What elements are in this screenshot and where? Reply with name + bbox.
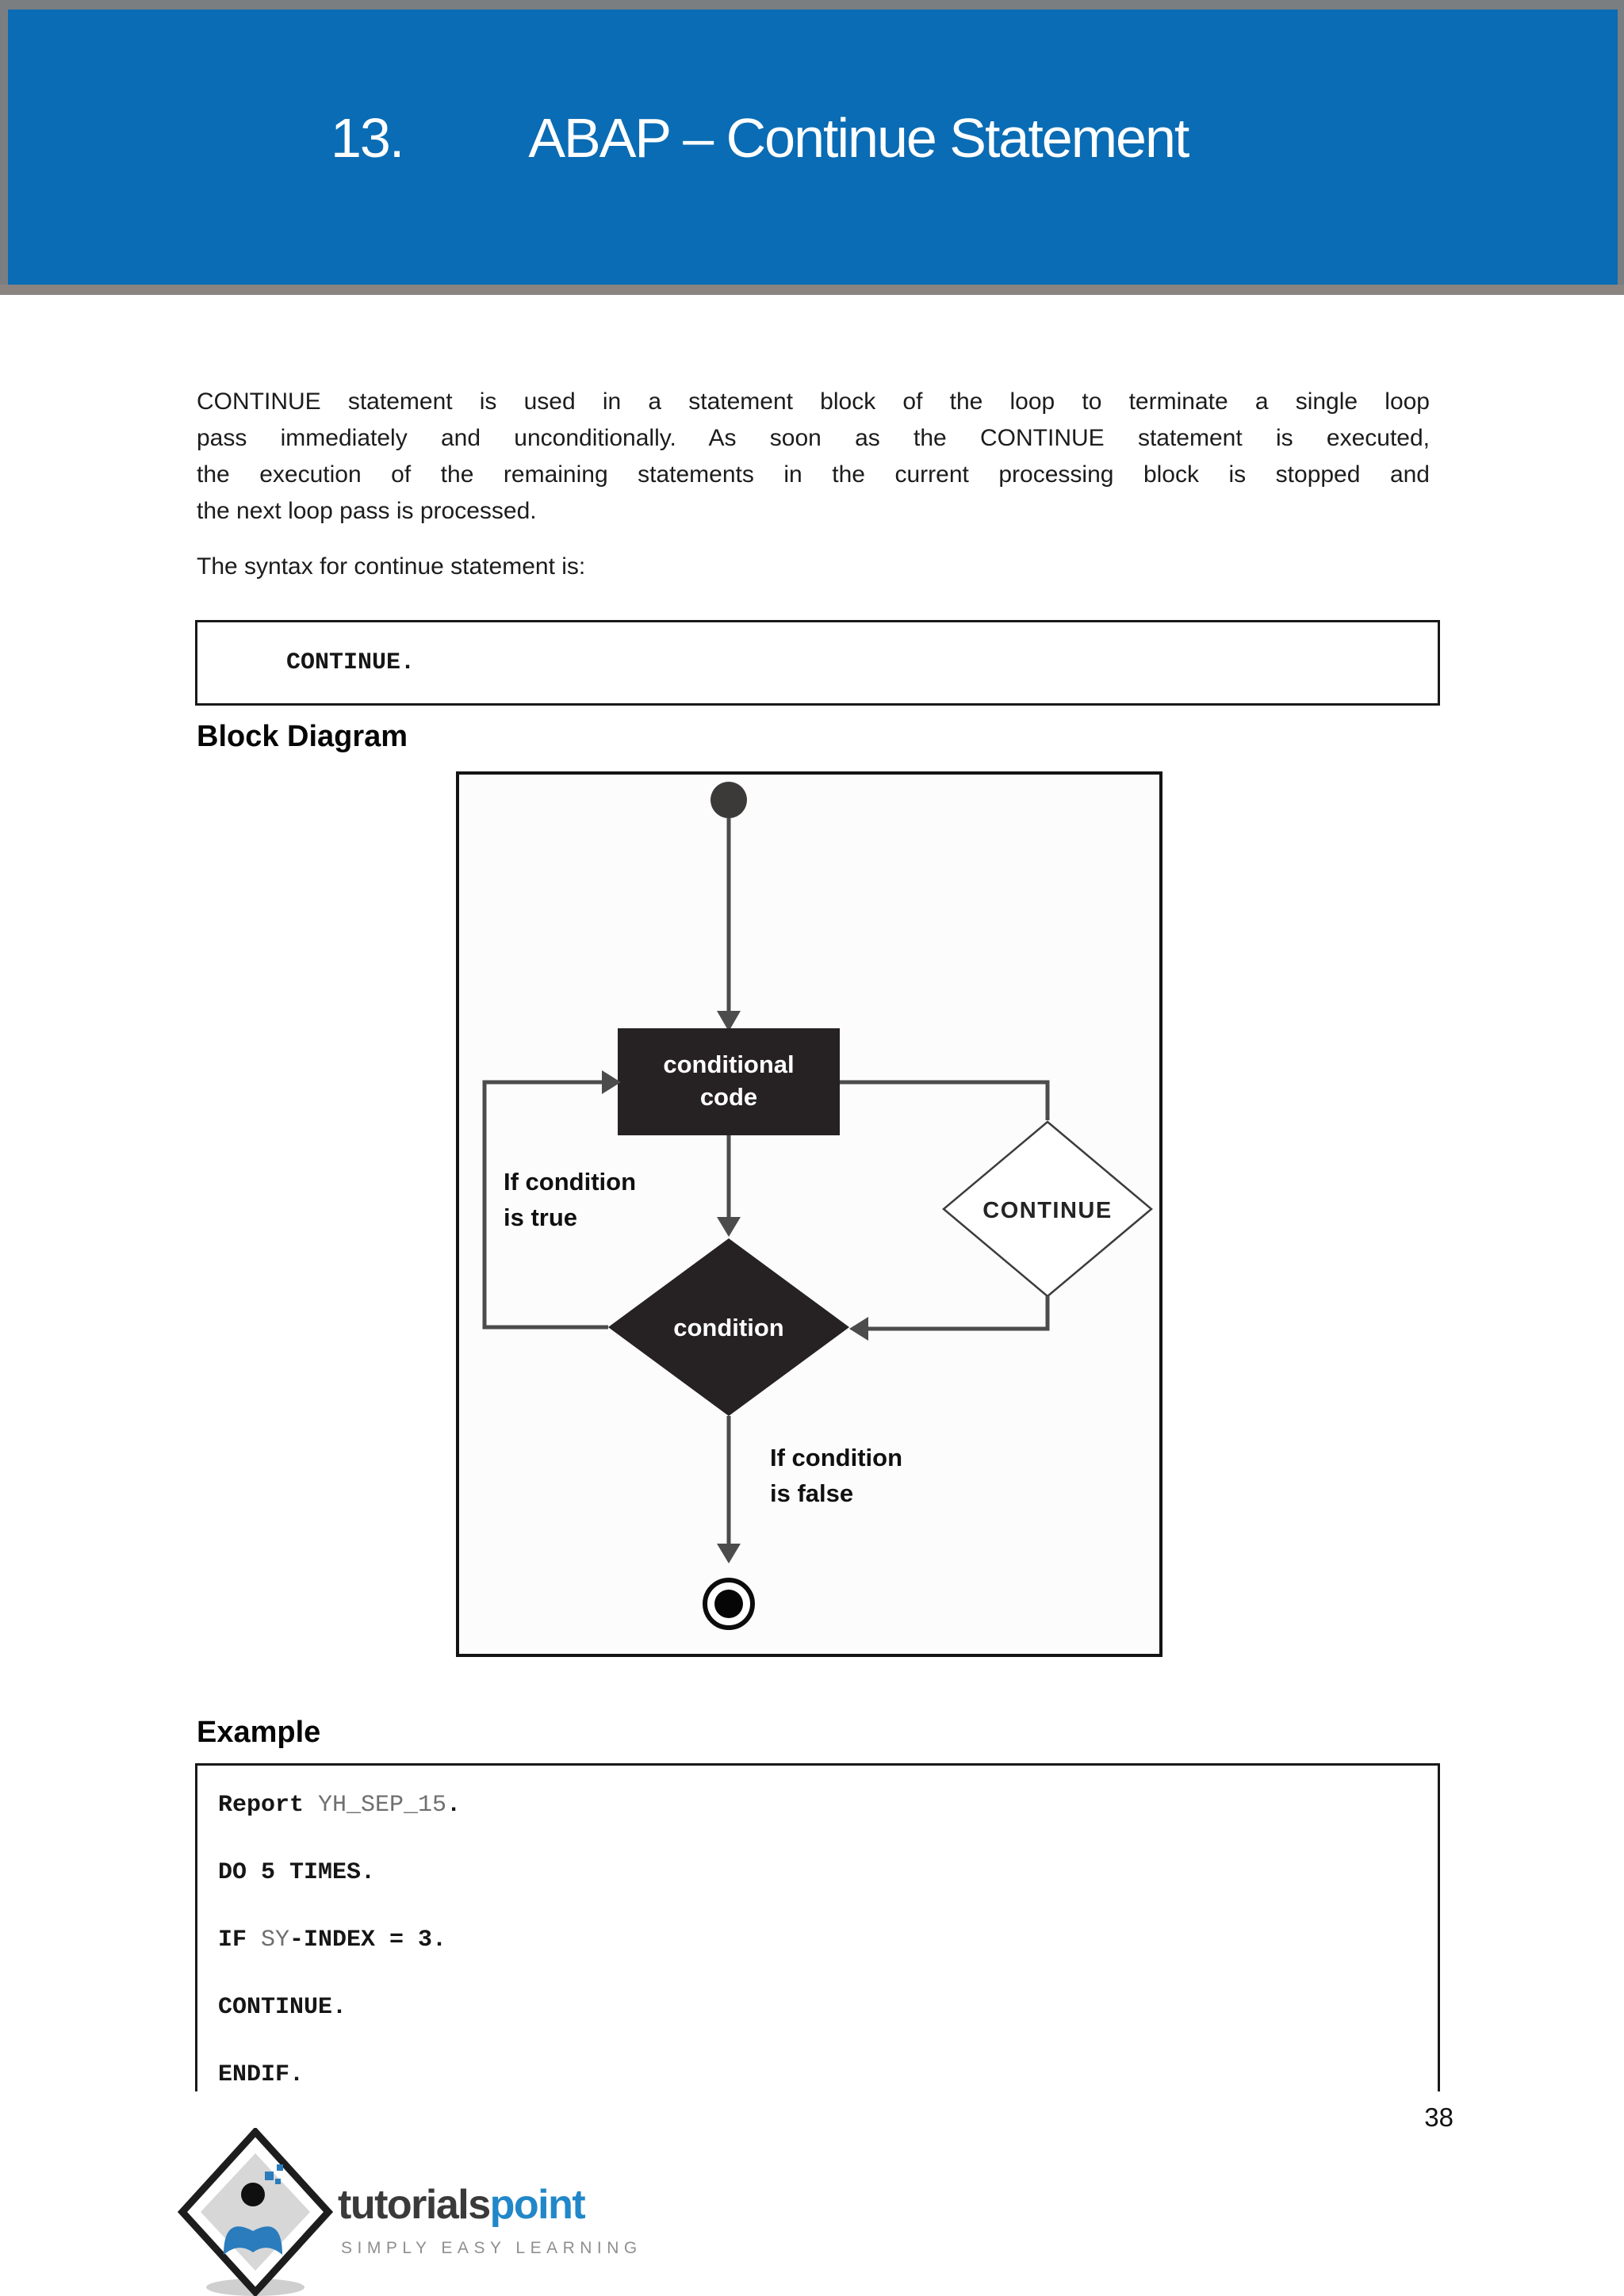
code-token: DO 5 TIMES. [218,1859,376,1886]
conditional-code-label-1: conditional [663,1050,794,1078]
condition-label: condition [673,1314,783,1341]
logo-tagline: SIMPLY EASY LEARNING [341,2239,636,2257]
flowchart-svg: conditional code CONTINUE condition If c… [482,782,1153,1630]
arrowhead-down-icon [717,1011,741,1031]
intro-paragraph: CONTINUE statement is used in a statemen… [197,384,1430,530]
chapter-title-text: ABAP – Continue Statement [528,107,1189,169]
code-line: DO 5 TIMES. [218,1839,1438,1907]
conditional-code-box [618,1028,840,1135]
logo-word-point: point [490,2182,586,2228]
conditional-code-label-2: code [700,1083,757,1111]
intro-line: the next loop pass is processed. [197,498,537,524]
code-token: IF [218,1927,262,1954]
code-line: ENDIF. [218,2042,1438,2091]
logo-word-tutorials: tutorials [338,2182,490,2228]
if-true-label-1: If condition [504,1168,636,1196]
code-line: CONTINUE. [218,1974,1438,2042]
code-line: IF SY-INDEX = 3. [218,1907,1438,1974]
arrowhead-down-icon [717,1217,741,1237]
continue-label: CONTINUE [982,1198,1112,1223]
logo-pixel-icon [265,2172,274,2180]
logo-wordmark: tutorialspoint [338,2182,585,2228]
page-number: 38 [1424,2103,1454,2132]
chapter-banner-blue [8,10,1618,285]
code-token: CONTINUE. [218,1994,347,2021]
chapter-banner: 13. ABAP – Continue Statement [0,0,1624,295]
intro-line: CONTINUE statement is used in a statemen… [197,388,1430,415]
banner-bottom-strip [0,285,1624,295]
syntax-code-text: CONTINUE. [286,649,416,676]
block-diagram-heading: Block Diagram [197,720,408,753]
tutorialspoint-logo-svg: tutorialspoint SIMPLY EASY LEARNING [177,2128,636,2296]
loop-right-connector [840,1080,1050,1120]
arrowhead-down-icon [717,1544,741,1563]
intro-line: pass immediately and unconditionally. As… [197,425,1430,451]
logo-pixel-icon [275,2179,281,2184]
if-true-label-2: is true [504,1203,577,1231]
start-node [710,782,747,818]
code-token: ENDIF. [218,2061,304,2088]
end-node-inner [714,1590,743,1618]
logo-person-body [224,2226,282,2255]
chapter-number: 13. [331,107,404,169]
code-line: Report YH_SEP_15. [218,1772,1438,1839]
syntax-box: CONTINUE. [195,620,1440,706]
syntax-intro-text: The syntax for continue statement is: [197,553,586,580]
tutorialspoint-logo: tutorialspoint SIMPLY EASY LEARNING [176,2128,636,2296]
code-token: SY [261,1927,290,1954]
logo-person-head [241,2183,265,2206]
example-heading: Example [197,1716,321,1749]
condition-diamond [608,1238,849,1416]
if-false-label-2: is false [770,1479,853,1507]
arrowhead-left-icon [849,1317,868,1341]
code-token: YH_SEP_15 [318,1792,447,1819]
logo-pixel-icon [277,2164,283,2171]
chapter-title: 13. ABAP – Continue Statement [331,107,1189,169]
intro-line: the execution of the remaining statement… [197,461,1430,488]
code-token: -INDEX = 3. [289,1927,447,1954]
flowchart-diagram: conditional code CONTINUE condition If c… [456,771,1162,1657]
code-token: Report [218,1792,319,1819]
loop-left-connector [482,1080,608,1330]
code-token: . [446,1792,462,1819]
arrowhead-right-icon [602,1070,621,1094]
if-false-label-1: If condition [770,1444,902,1471]
example-code-box: Report YH_SEP_15. DO 5 TIMES. IF SY-INDE… [195,1763,1440,2091]
continue-return-connector [867,1296,1050,1331]
